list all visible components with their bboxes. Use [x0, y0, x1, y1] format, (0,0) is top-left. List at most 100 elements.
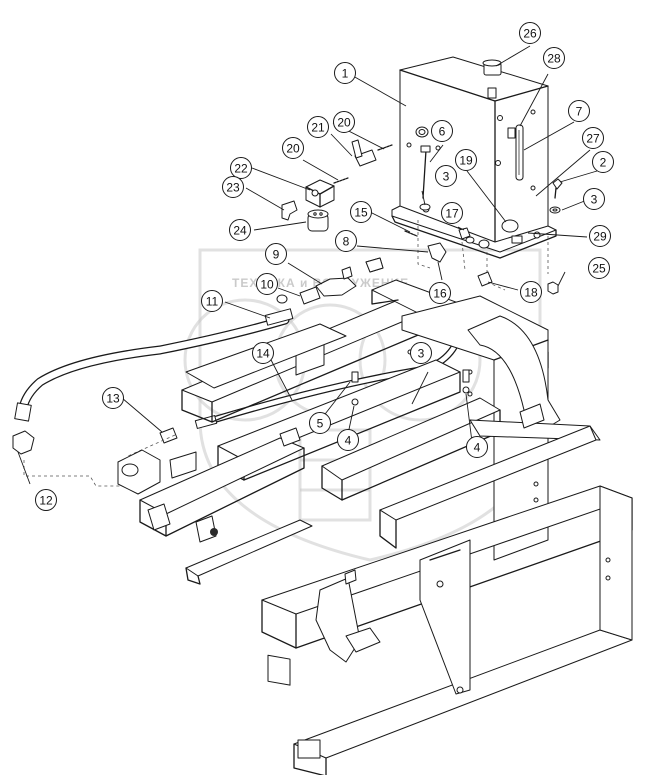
callout-27: 27 — [582, 127, 604, 149]
callout-number: 29 — [593, 230, 607, 244]
callout-number: 12 — [39, 494, 53, 508]
callout-10: 10 — [256, 273, 278, 295]
callout-number: 4 — [474, 441, 481, 455]
callout-26: 26 — [519, 22, 541, 44]
callout-circle — [466, 436, 488, 458]
callout-circle — [429, 282, 451, 304]
callout-19: 19 — [455, 149, 477, 171]
callout-number: 3 — [591, 193, 598, 207]
callout-number: 9 — [273, 248, 280, 262]
callout-number: 6 — [439, 125, 446, 139]
callout-circle — [102, 387, 124, 409]
callout-number: 20 — [286, 142, 300, 156]
callout-circle — [441, 202, 463, 224]
callout-circle — [337, 429, 359, 451]
callout-21: 21 — [307, 116, 329, 138]
callout-circle — [455, 149, 477, 171]
callout-17: 17 — [441, 202, 463, 224]
callout-circle — [583, 188, 605, 210]
callout-circle — [410, 342, 432, 364]
callout-number: 23 — [226, 181, 240, 195]
callout-20: 20 — [282, 137, 304, 159]
callout-number: 21 — [311, 121, 325, 135]
leader-lines — [17, 45, 598, 485]
callout-circle — [309, 412, 331, 434]
callout-3: 3 — [583, 188, 605, 210]
callout-circle — [589, 225, 611, 247]
callout-circle — [582, 127, 604, 149]
callout-circle — [435, 165, 457, 187]
callout-number: 18 — [524, 286, 538, 300]
callout-number: 14 — [256, 347, 270, 361]
callout-number: 7 — [576, 105, 583, 119]
callout-circle — [519, 22, 541, 44]
callout-3: 3 — [435, 165, 457, 187]
callout-28: 28 — [543, 47, 565, 69]
callout-9: 9 — [265, 243, 287, 265]
callout-7: 7 — [568, 100, 590, 122]
callout-number: 27 — [586, 132, 600, 146]
callout-number: 17 — [445, 207, 459, 221]
callout-number: 4 — [345, 434, 352, 448]
callout-number: 22 — [234, 162, 248, 176]
callout-number: 5 — [317, 417, 324, 431]
callout-15: 15 — [350, 201, 372, 223]
callout-number: 25 — [592, 262, 606, 276]
callout-13: 13 — [102, 387, 124, 409]
callout-5: 5 — [309, 412, 331, 434]
callout-number: 8 — [343, 235, 350, 249]
callout-number: 20 — [337, 116, 351, 130]
callout-circle — [252, 342, 274, 364]
callout-circle — [334, 62, 356, 84]
callout-29: 29 — [589, 225, 611, 247]
callout-number: 26 — [523, 27, 537, 41]
callout-number: 16 — [433, 287, 447, 301]
callout-number: 24 — [233, 224, 247, 238]
main-frame — [117, 257, 633, 775]
callout-circle — [335, 230, 357, 252]
callout-23: 23 — [222, 176, 244, 198]
callout-12: 12 — [35, 489, 57, 511]
callout-number: 10 — [260, 278, 274, 292]
callout-number: 13 — [106, 392, 120, 406]
callout-22: 22 — [230, 157, 252, 179]
callout-circle — [201, 290, 223, 312]
callout-circle — [588, 257, 610, 279]
callout-number: 15 — [354, 206, 368, 220]
callout-circle — [256, 273, 278, 295]
callout-number: 3 — [443, 170, 450, 184]
hydraulic-hoses — [12, 308, 466, 455]
callout-circle — [265, 243, 287, 265]
callout-4: 4 — [337, 429, 359, 451]
callout-number: 3 — [418, 347, 425, 361]
callout-circle — [520, 281, 542, 303]
callout-circle — [333, 111, 355, 133]
callout-circle — [35, 489, 57, 511]
callout-2: 2 — [592, 151, 614, 173]
callout-number: 11 — [206, 295, 219, 309]
callout-14: 14 — [252, 342, 274, 364]
callout-number: 2 — [600, 156, 607, 170]
callout-circle — [431, 120, 453, 142]
callout-4: 4 — [466, 436, 488, 458]
callout-11: 11 — [201, 290, 223, 312]
callout-8: 8 — [335, 230, 357, 252]
callout-25: 25 — [588, 257, 610, 279]
callout-16: 16 — [429, 282, 451, 304]
callout-circle — [229, 219, 251, 241]
callout-3: 3 — [410, 342, 432, 364]
callout-circle — [282, 137, 304, 159]
callout-20: 20 — [333, 111, 355, 133]
callout-1: 1 — [334, 62, 356, 84]
hydraulic-tank — [391, 56, 557, 259]
callout-circle — [592, 151, 614, 173]
callout-number: 19 — [459, 154, 473, 168]
callout-circle — [543, 47, 565, 69]
valve-fittings — [281, 139, 393, 232]
callout-24: 24 — [229, 219, 251, 241]
callout-circle — [307, 116, 329, 138]
callout-18: 18 — [520, 281, 542, 303]
